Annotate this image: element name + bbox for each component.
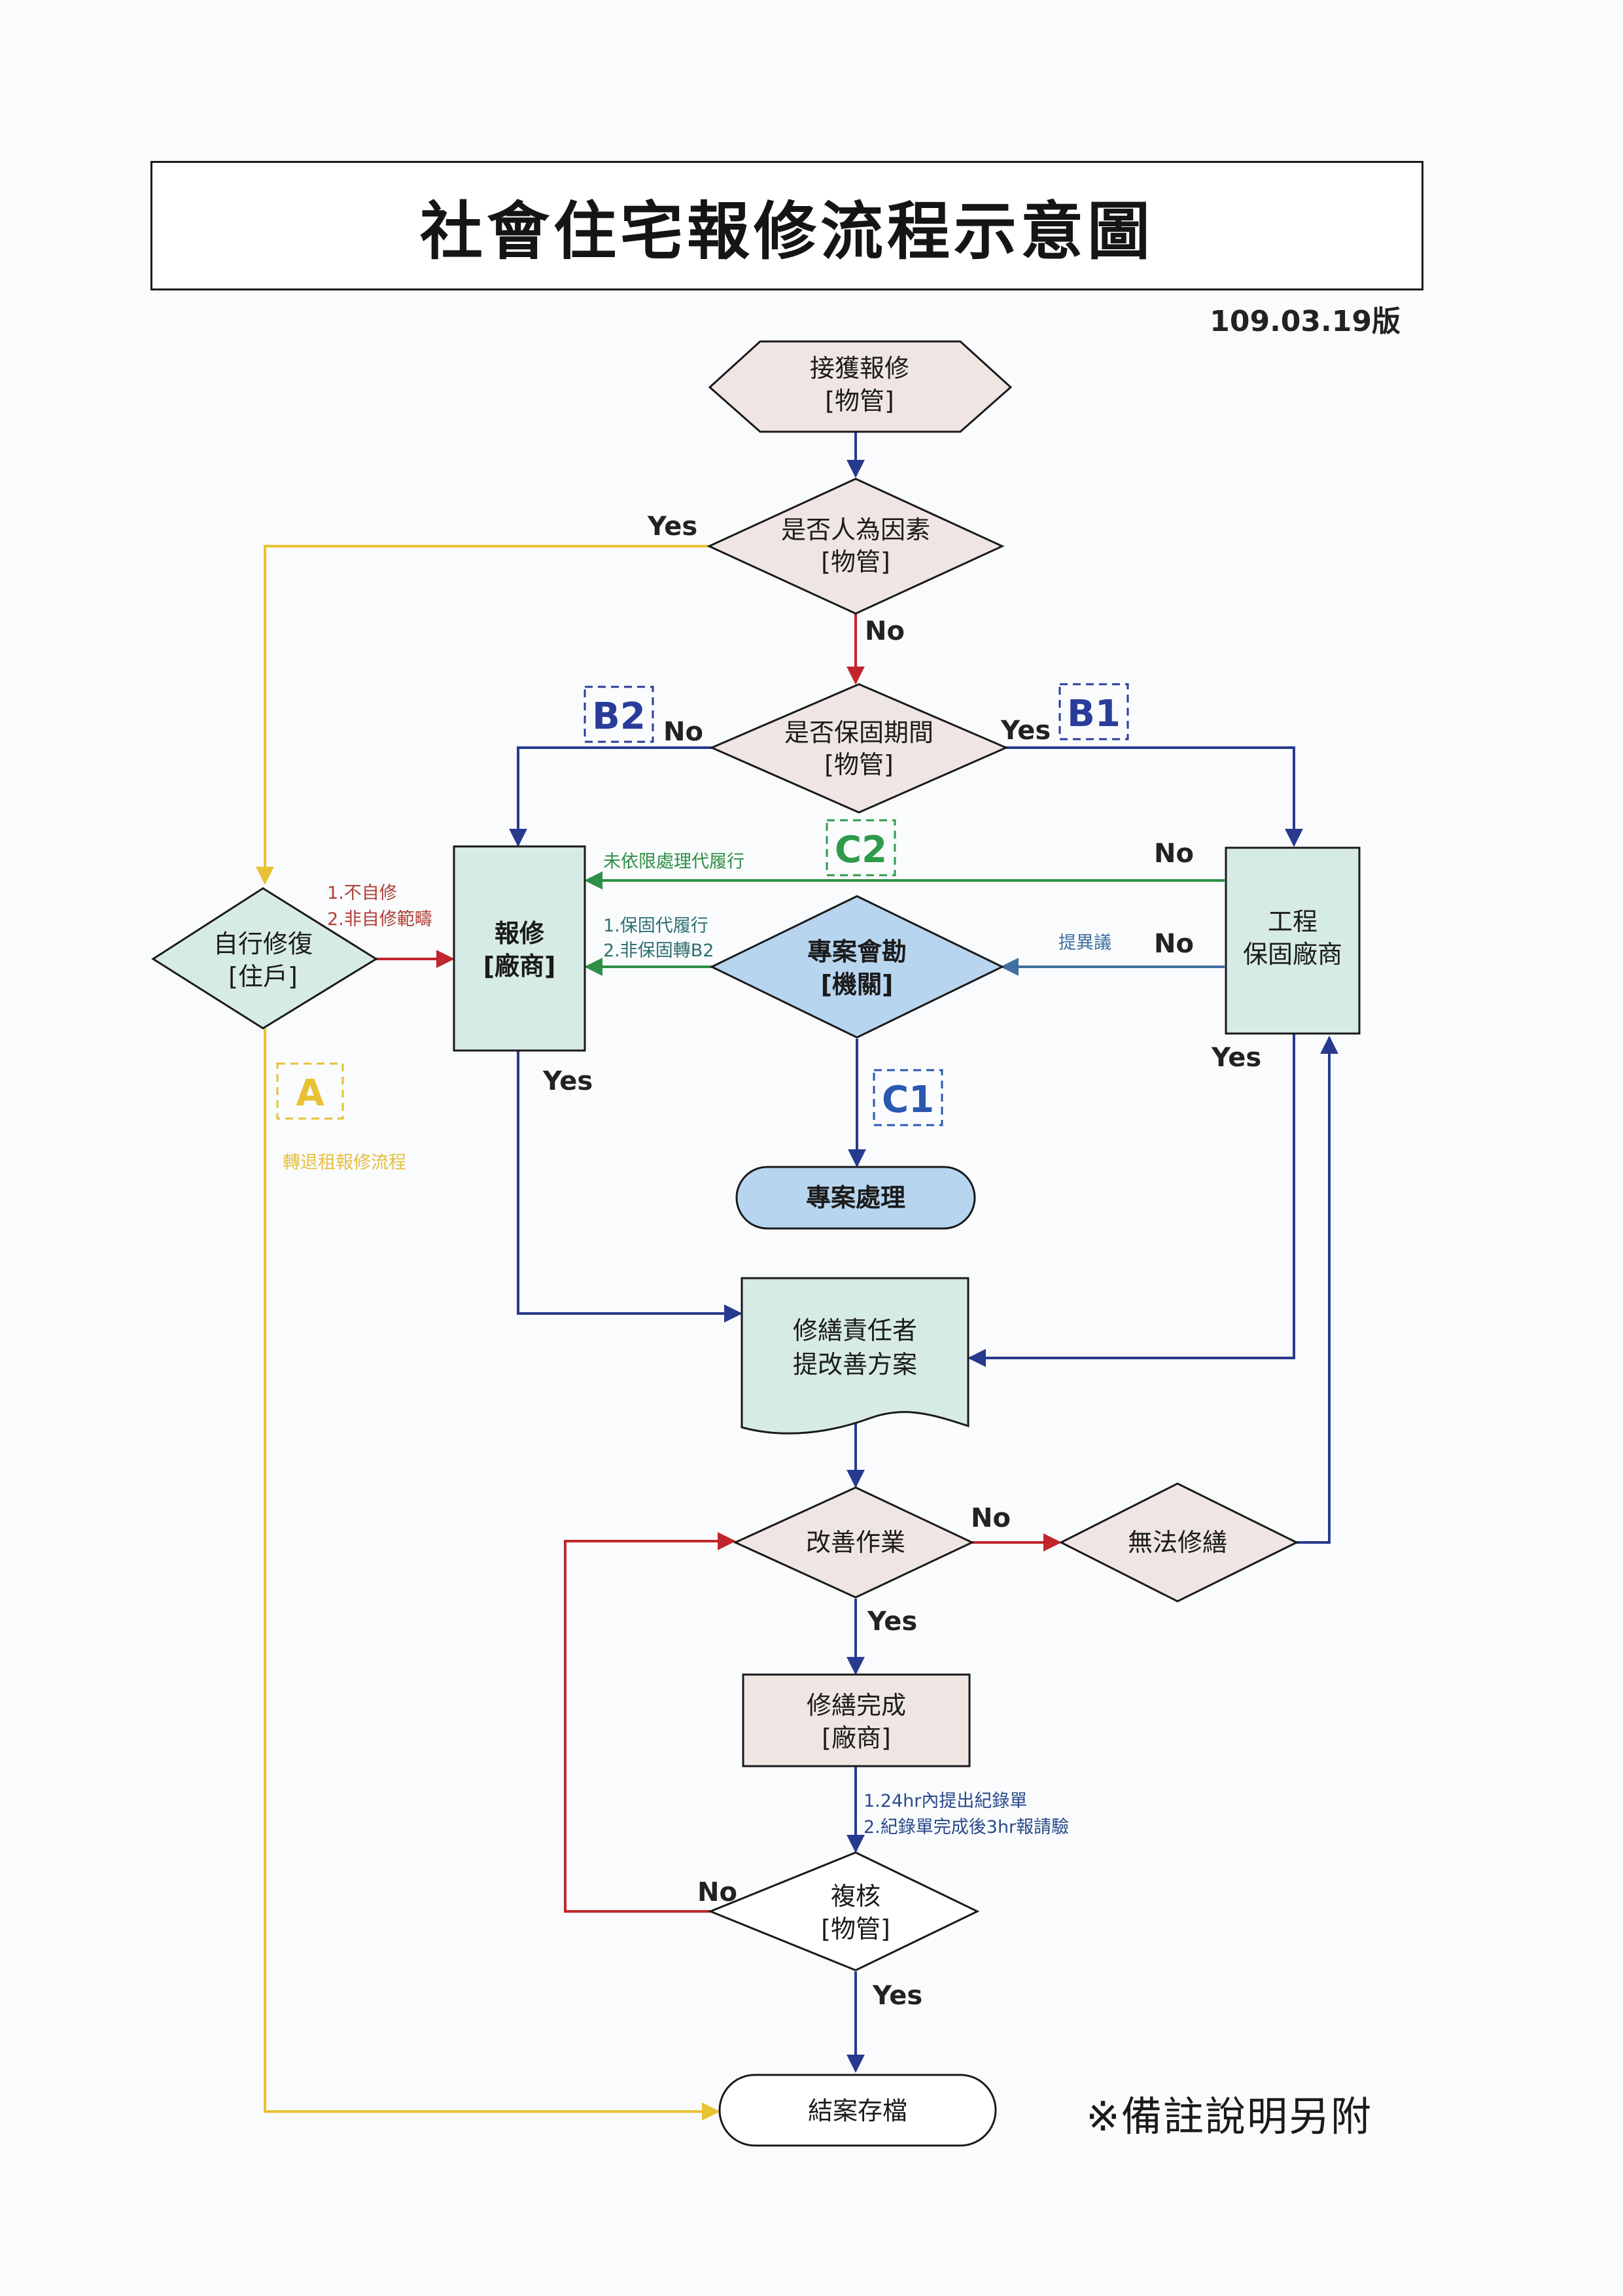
node-project-survey-line2: [機關] xyxy=(821,970,894,999)
node-improve-plan: 修繕責任者 提改善方案 xyxy=(741,1277,969,1435)
node-repair-done-line2: [廠商] xyxy=(822,1724,891,1752)
arrow-human-yes xyxy=(256,545,709,885)
node-improve-work: 改善作業 xyxy=(733,1486,975,1599)
node-review: 複核 [物管] xyxy=(708,1851,980,1972)
node-warranty-vendor: 工程 保固廠商 xyxy=(1225,846,1361,1035)
node-project-survey-line1: 專案會勘 xyxy=(807,937,907,966)
page-title: 社會住宅報修流程示意圖 xyxy=(420,194,1154,268)
arrow-vendor-yes xyxy=(968,1034,1295,1367)
node-repair-done: 修繕完成 [廠商] xyxy=(742,1673,971,1767)
arrow-review-no xyxy=(564,1532,736,1913)
node-review-line2: [物管] xyxy=(821,1915,890,1943)
node-improve-work-line1: 改善作業 xyxy=(806,1528,905,1557)
version-label: 109.03.19版 xyxy=(1210,305,1401,338)
node-receive-line2: [物管] xyxy=(825,387,894,415)
node-report-vendor-line2: [廠商] xyxy=(483,952,556,981)
note-a: 轉退租報修流程 xyxy=(283,1153,406,1173)
node-review-line1: 複核 xyxy=(831,1882,881,1911)
note-c2: 未依限處理代履行 xyxy=(603,852,744,872)
node-self-repair-line1: 自行修復 xyxy=(213,930,313,958)
title-box: 社會住宅報修流程示意圖 xyxy=(150,161,1423,290)
tag-b2: B2 xyxy=(584,686,654,743)
svg-text:C1: C1 xyxy=(882,1079,934,1121)
footnote: ※備註說明另附 xyxy=(1086,2093,1372,2140)
node-cannot-repair-line1: 無法修繕 xyxy=(1128,1528,1227,1557)
note-done-2: 2.紀錄單完成後3hr報請驗 xyxy=(864,1817,1069,1837)
node-warranty-line1: 是否保固期間 xyxy=(784,718,934,747)
svg-text:C2: C2 xyxy=(835,829,887,871)
node-receive: 接獲報修 [物管] xyxy=(708,340,1013,433)
note-done-1: 1.24hr內提出紀錄單 xyxy=(864,1791,1027,1811)
svg-text:A: A xyxy=(296,1072,324,1115)
label-no-improve: No xyxy=(971,1503,1011,1533)
label-no-warranty: No xyxy=(663,717,703,747)
node-report-vendor: 報修 [廠商] xyxy=(453,845,586,1052)
node-warranty-vendor-line1: 工程 xyxy=(1268,907,1318,936)
svg-text:B2: B2 xyxy=(592,695,646,738)
label-no-c2: No xyxy=(1154,839,1194,869)
node-warranty: 是否保固期間 [物管] xyxy=(709,683,1009,814)
svg-text:B1: B1 xyxy=(1067,693,1121,735)
label-yes-human: Yes xyxy=(647,512,697,542)
note-survey-2: 2.非保固轉B2 xyxy=(603,941,714,961)
node-human-factor: 是否人為因素 [物管] xyxy=(707,478,1005,615)
label-no-survey: No xyxy=(1154,929,1194,959)
tag-b1: B1 xyxy=(1058,683,1129,740)
node-self-repair-line2: [住戶] xyxy=(228,962,298,991)
tag-c1: C1 xyxy=(873,1069,943,1126)
arrow-warranty-yes xyxy=(1006,746,1303,847)
node-project-handle: 專案處理 xyxy=(735,1166,976,1230)
node-report-vendor-line1: 報修 xyxy=(495,919,545,948)
node-warranty-vendor-line2: 保固廠商 xyxy=(1243,940,1342,969)
arrow-self-to-close xyxy=(264,1028,720,2121)
node-project-survey: 專案會勘 [機關] xyxy=(709,895,1005,1039)
label-yes-review: Yes xyxy=(872,1981,922,2011)
node-improve-plan-line1: 修繕責任者 xyxy=(793,1316,917,1345)
node-self-repair: 自行修復 [住戶] xyxy=(151,887,378,1030)
label-yes-vendor: Yes xyxy=(1211,1043,1261,1073)
label-no-review: No xyxy=(697,1877,737,1907)
label-yes-improve: Yes xyxy=(867,1607,917,1637)
node-close-case: 結案存檔 xyxy=(718,2074,997,2147)
node-cannot-repair: 無法修繕 xyxy=(1058,1482,1299,1603)
label-suggest: 提異議 xyxy=(1058,933,1111,953)
arrow-report-yes xyxy=(517,1051,742,1323)
note-survey-1: 1.保固代履行 xyxy=(603,916,708,936)
node-receive-line1: 接獲報修 xyxy=(810,354,909,383)
note-self-2: 2.非自修範疇 xyxy=(327,909,432,930)
label-no-human: No xyxy=(865,616,905,646)
node-repair-done-line1: 修繕完成 xyxy=(807,1691,906,1720)
label-yes-report: Yes xyxy=(542,1066,593,1096)
note-self-1: 1.不自修 xyxy=(327,883,397,903)
tag-c2: C2 xyxy=(826,819,896,877)
node-project-handle-line1: 專案處理 xyxy=(806,1183,905,1212)
node-close-case-line1: 結案存檔 xyxy=(808,2096,907,2125)
node-human-factor-line2: [物管] xyxy=(821,548,890,576)
node-improve-plan-line2: 提改善方案 xyxy=(793,1350,917,1379)
label-yes-warranty: Yes xyxy=(1000,716,1051,746)
node-warranty-line2: [物管] xyxy=(824,750,894,779)
tag-a: A xyxy=(276,1062,344,1120)
arrow-warranty-no xyxy=(509,746,712,847)
node-human-factor-line1: 是否人為因素 xyxy=(781,515,930,544)
arrow-cannot-to-vendor xyxy=(1297,1035,1338,1544)
